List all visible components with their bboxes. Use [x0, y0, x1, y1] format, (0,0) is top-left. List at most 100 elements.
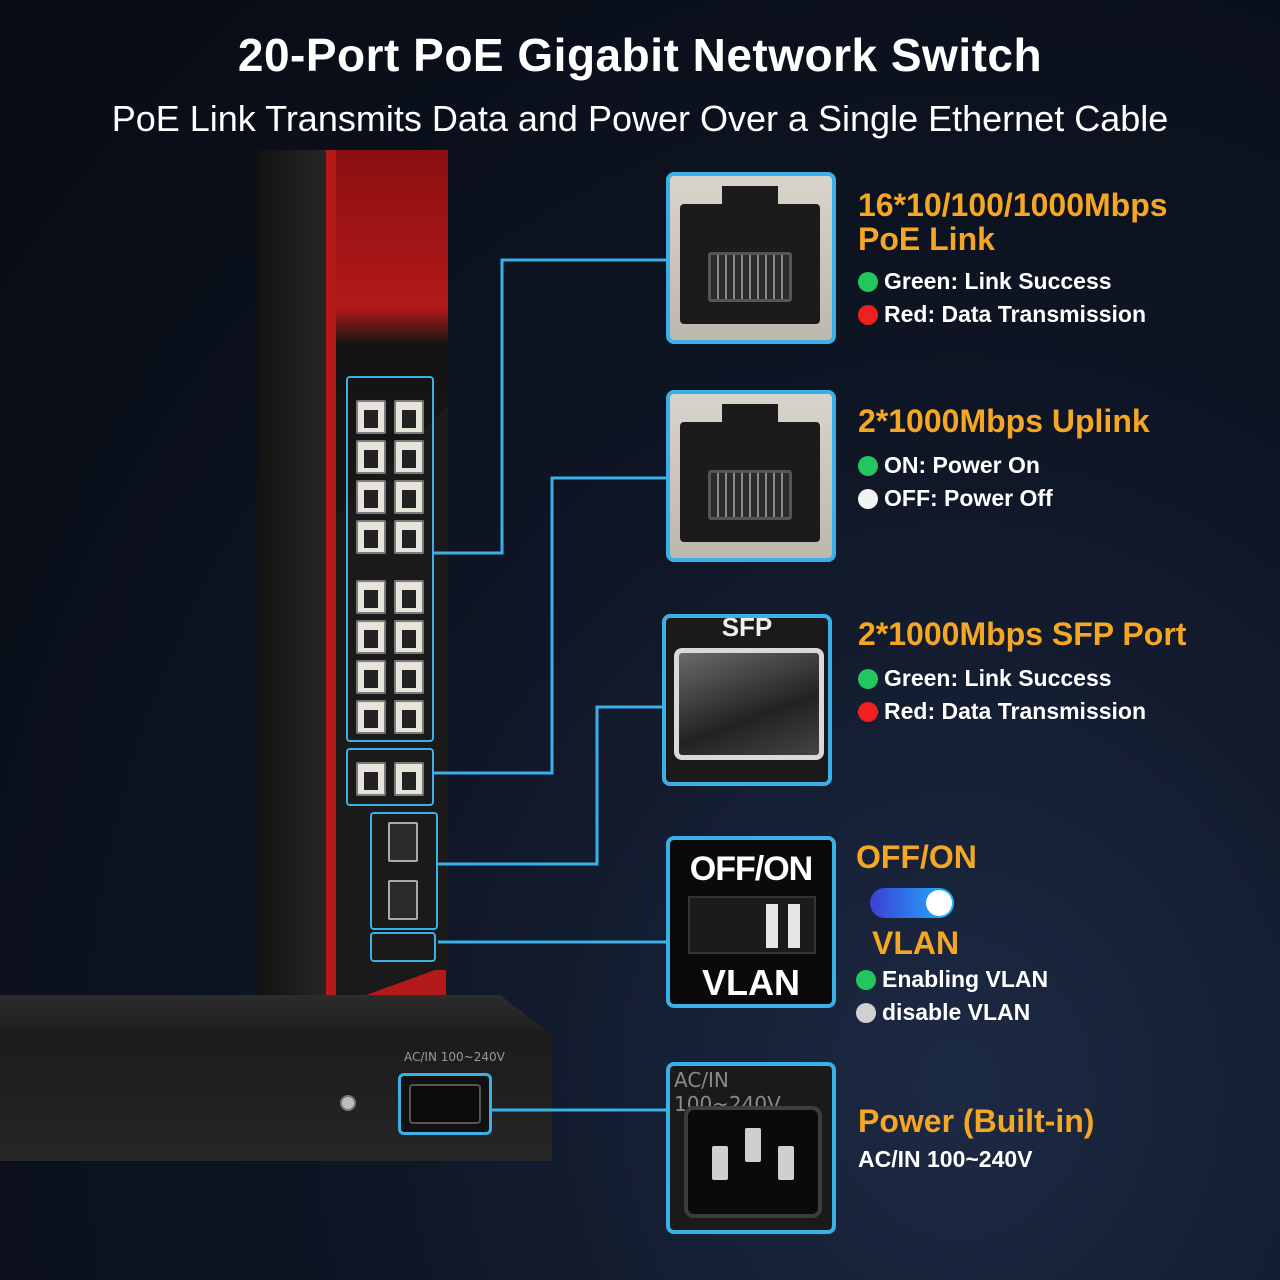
rj45-port-icon [680, 404, 820, 542]
feature-poe-link: 16*10/100/1000Mbps PoE Link Green: Link … [858, 188, 1168, 328]
status-dot-icon [858, 488, 878, 509]
status-text: disable VLAN [882, 999, 1031, 1025]
switch-base-illustration: AC/IN 100~240V [0, 995, 552, 1163]
status-line: Red: Data Transmission [858, 698, 1186, 725]
status-text: Green: Link Success [884, 665, 1112, 691]
switch-red-stripe [326, 150, 336, 1030]
status-text: Red: Data Transmission [884, 301, 1147, 327]
switch-front-panel [326, 150, 448, 1030]
rj45-port-icon [394, 700, 424, 734]
status-text: Enabling VLAN [882, 966, 1049, 992]
rj45-port-icon [356, 762, 386, 796]
power-pin [712, 1146, 728, 1180]
status-dot-icon [858, 668, 878, 689]
poe-port-group [346, 376, 434, 742]
dip-slot [766, 904, 778, 948]
power-spec-text: AC/IN 100~240V [858, 1146, 1033, 1172]
detail-vlan-switch: OFF/ON VLAN [666, 836, 836, 1008]
rj45-port-icon [394, 400, 424, 434]
power-spec: AC/IN 100~240V [858, 1146, 1094, 1173]
feature-vlan: OFF/ON VLAN Enabling VLAN disable VLAN [856, 840, 1048, 1026]
switch-side-panel [258, 150, 328, 1030]
status-line: disable VLAN [856, 999, 1048, 1026]
status-dot-icon [856, 1002, 876, 1023]
dip-slot [788, 904, 800, 948]
detail-sfp-port: SFP [662, 614, 832, 786]
feature-title-line2: PoE Link [858, 221, 995, 257]
status-dot-icon [856, 969, 876, 990]
feature-title-line2: VLAN [872, 925, 960, 961]
rj45-port-icon [356, 660, 386, 694]
status-line: OFF: Power Off [858, 485, 1150, 512]
ground-screw-icon [340, 1095, 356, 1111]
power-socket-icon [684, 1106, 822, 1218]
status-line: Green: Link Success [858, 268, 1168, 295]
detail-power-socket: AC/IN 100~240V [666, 1062, 836, 1234]
sfp-cage-icon [674, 648, 824, 760]
status-text: OFF: Power Off [884, 485, 1053, 511]
rj45-port-icon [394, 660, 424, 694]
sfp-cage-icon [388, 880, 418, 920]
feature-title: 2*1000Mbps SFP Port [858, 616, 1187, 652]
rj45-port-icon [394, 480, 424, 514]
feature-title: 2*1000Mbps Uplink [858, 403, 1150, 439]
sfp-cage-icon [388, 822, 418, 862]
detail-poe-port [666, 172, 836, 344]
rj45-port-icon [394, 440, 424, 474]
rj45-port-icon [394, 520, 424, 554]
callout-line-sfp [438, 705, 662, 866]
rj45-port-icon [356, 440, 386, 474]
rj45-port-icon [680, 186, 820, 324]
toggle-knob [926, 890, 952, 916]
page-subtitle: PoE Link Transmits Data and Power Over a… [111, 98, 1169, 139]
uplink-port-group [346, 748, 434, 806]
status-text: ON: Power On [884, 452, 1040, 478]
rj45-port-icon [394, 620, 424, 654]
status-text: Green: Link Success [884, 268, 1112, 294]
power-socket-icon [398, 1073, 492, 1135]
status-dot-icon [858, 271, 878, 292]
status-line: ON: Power On [858, 452, 1150, 479]
rj45-latch [722, 186, 778, 216]
rj45-pins [708, 252, 792, 302]
power-pin [778, 1146, 794, 1180]
rj45-port-icon [356, 400, 386, 434]
dip-switch-icon [688, 896, 816, 954]
status-line: Red: Data Transmission [858, 301, 1168, 328]
rj45-port-icon [394, 580, 424, 614]
callout-line-uplink [434, 476, 666, 775]
callout-line-poe [434, 258, 666, 555]
dip-switch-group [370, 932, 436, 962]
status-dot-icon [858, 455, 878, 476]
feature-title: OFF/ON [856, 839, 977, 875]
feature-uplink: 2*1000Mbps Uplink ON: Power On OFF: Powe… [858, 404, 1150, 512]
status-line: Green: Link Success [858, 665, 1186, 692]
page-title: 20-Port PoE Gigabit Network Switch [237, 29, 1043, 81]
rj45-port-icon [356, 520, 386, 554]
feature-power: Power (Built-in) AC/IN 100~240V [858, 1104, 1094, 1173]
power-socket-inner [409, 1084, 481, 1124]
sfp-label: SFP [721, 614, 773, 642]
rj45-port-icon [356, 580, 386, 614]
rj45-latch [722, 404, 778, 434]
switch-vertical-illustration [258, 150, 448, 1030]
rj45-port-icon [356, 480, 386, 514]
status-dot-icon [858, 304, 878, 325]
feature-title: 16*10/100/1000Mbps [858, 187, 1168, 223]
switch-base-top [0, 995, 552, 1035]
toggle-switch-icon [870, 888, 954, 918]
rj45-port-icon [356, 700, 386, 734]
detail-uplink-port [666, 390, 836, 562]
status-text: Red: Data Transmission [884, 698, 1147, 724]
feature-sfp: 2*1000Mbps SFP Port Green: Link Success … [858, 617, 1186, 725]
status-dot-icon [858, 701, 878, 722]
rj45-pins [708, 470, 792, 520]
vlan-switch-bottom-label: VLAN [702, 962, 800, 1003]
rj45-port-icon [356, 620, 386, 654]
status-line: Enabling VLAN [856, 966, 1048, 993]
base-power-label: AC/IN 100~240V [404, 1050, 505, 1064]
feature-title: Power (Built-in) [858, 1103, 1095, 1139]
sfp-port-group [370, 812, 438, 930]
vlan-switch-top-label: OFF/ON [689, 850, 813, 888]
rj45-port-icon [394, 762, 424, 796]
